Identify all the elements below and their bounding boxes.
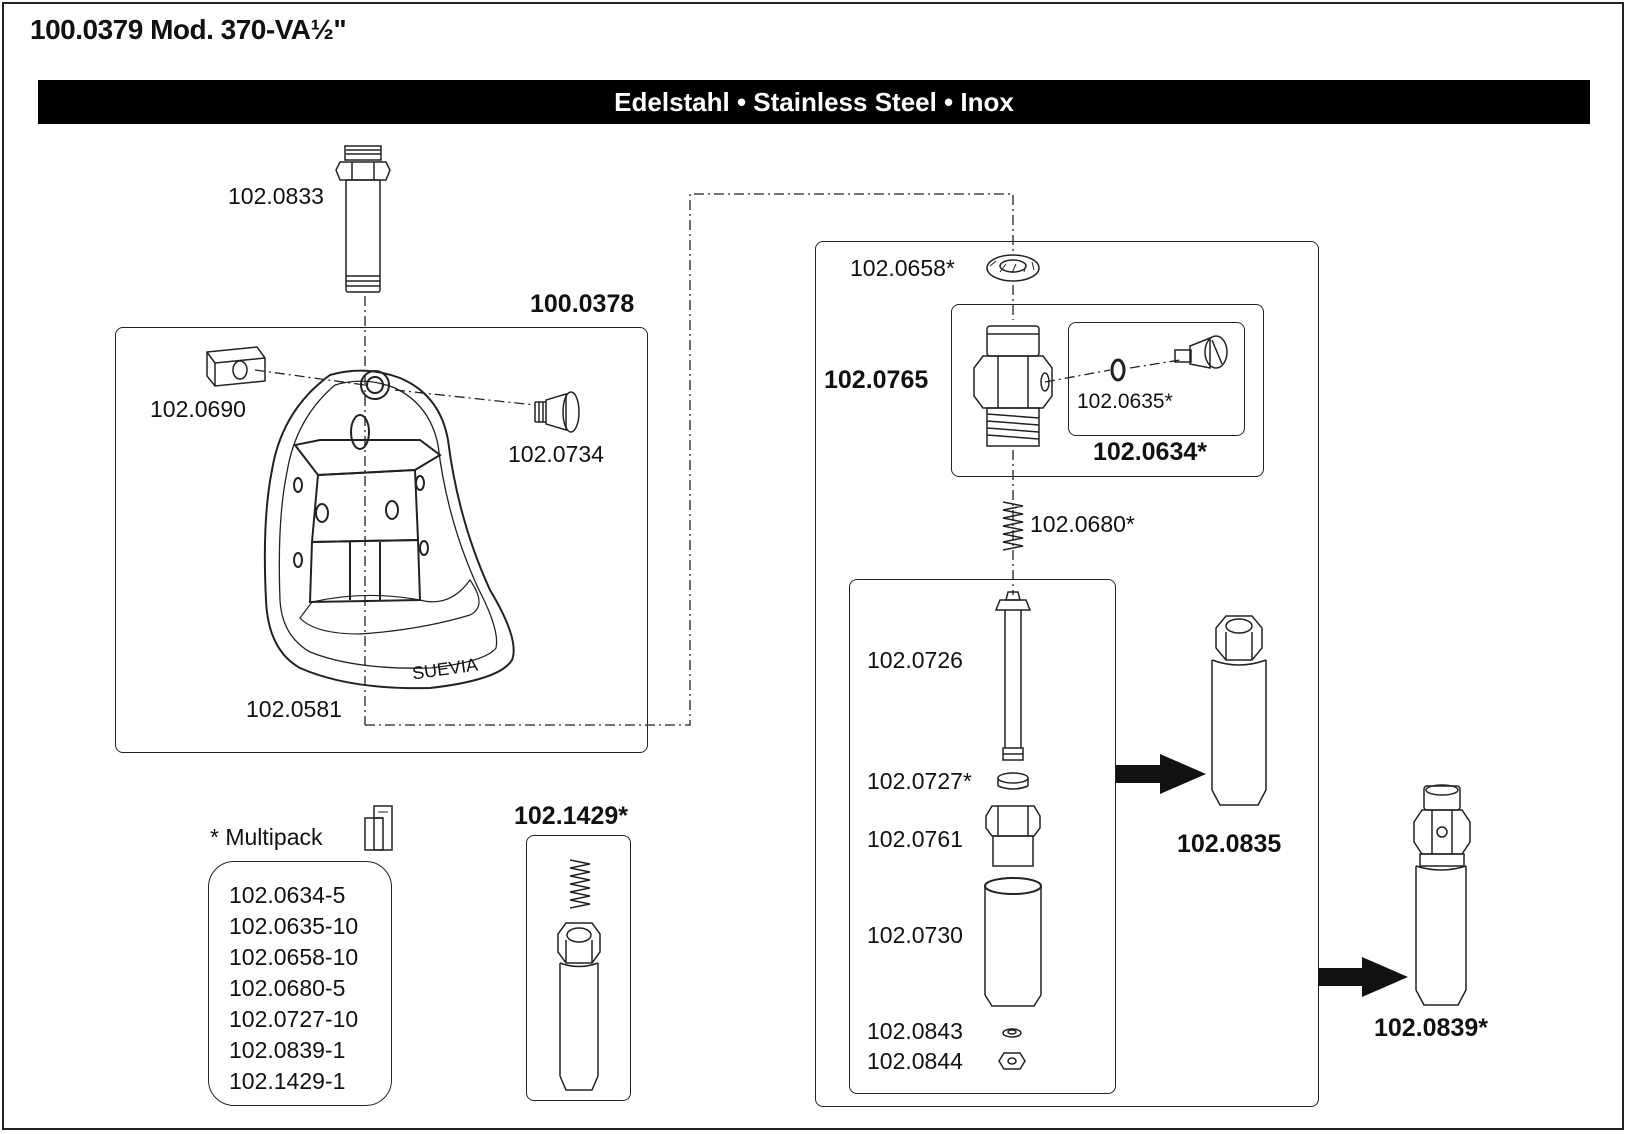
label-102-0690: 102.0690 [150,396,246,422]
washer-102-0843-drawing [1002,1028,1022,1038]
oring-102-0635-drawing [1110,358,1126,382]
label-102-0680: 102.0680* [1030,511,1135,537]
extension-102-0839-drawing [1413,784,1471,1006]
square-nut-102-0690-drawing [206,346,266,387]
multipack-label: * Multipack [210,824,323,850]
ring-102-0727-drawing [997,772,1029,790]
label-102-1429: 102.1429* [514,802,629,830]
spring-102-0680-drawing [1002,501,1024,551]
banner-text: Edelstahl • Stainless Steel • Inox [614,86,1014,117]
label-102-0581: 102.0581 [246,696,342,722]
valve-body-102-0765-drawing [973,325,1053,447]
label-102-0765: 102.0765 [824,366,929,394]
label-102-0727: 102.0727* [867,768,972,794]
label-102-0761: 102.0761 [867,826,963,852]
multipack-item: 102.1429-1 [229,1068,346,1094]
label-102-0835: 102.0835 [1177,830,1282,858]
multipack-item: 102.0839-1 [229,1037,346,1063]
label-102-0730: 102.0730 [867,922,963,948]
arrow-to-102-0835-icon [1116,754,1206,794]
multipack-item: 102.0727-10 [229,1006,359,1032]
valve-body-box [951,304,1264,477]
pipe-102-0833-drawing [335,145,391,293]
screw-102-0634-drawing [1174,335,1228,369]
page-title: 100.0379 Mod. 370-VA½" [30,14,347,45]
multipack-list: 102.0634-5 102.0635-10 102.0658-10 102.0… [208,861,392,1106]
arrow-to-102-0839-icon [1318,957,1408,997]
label-102-0839: 102.0839* [1374,1014,1489,1042]
label-102-0726: 102.0726 [867,647,963,673]
nut-102-0761-drawing [985,805,1041,867]
kit-102-1429-drawing [557,859,601,1091]
label-102-0844: 102.0844 [867,1048,963,1074]
nut-102-0844-drawing [998,1052,1026,1070]
screw-set-box [1068,322,1245,436]
multipack-item: 102.0658-10 [229,944,359,970]
label-100-0378: 100.0378 [530,290,635,318]
bowl-assembly-box [115,327,648,753]
multipack-item: 102.0680-5 [229,975,346,1001]
label-102-0658: 102.0658* [850,255,955,281]
sleeve-102-0730-drawing [984,877,1042,1007]
extension-102-0835-drawing [1211,615,1267,806]
bowl-102-0581-drawing [263,369,515,690]
multipack-item: 102.0635-10 [229,913,359,939]
label-102-0833: 102.0833 [228,183,324,209]
arrows [1116,754,1408,997]
screw-102-0734-drawing [534,391,580,433]
multipack-box-icon [364,805,393,851]
valve-insert-box [849,579,1116,1094]
valve-assembly-box [815,241,1319,1107]
material-banner: Edelstahl • Stainless Steel • Inox [38,80,1590,124]
label-102-0843: 102.0843 [867,1018,963,1044]
multipack-item: 102.0634-5 [229,882,346,908]
label-102-0634: 102.0634* [1093,438,1208,466]
label-102-0635: 102.0635* [1077,390,1173,413]
label-102-0734: 102.0734 [508,441,604,467]
stem-102-0726-drawing [994,591,1032,761]
connection-lines [254,193,1181,726]
washer-102-0658-drawing [986,254,1040,282]
kit-box [526,835,631,1101]
